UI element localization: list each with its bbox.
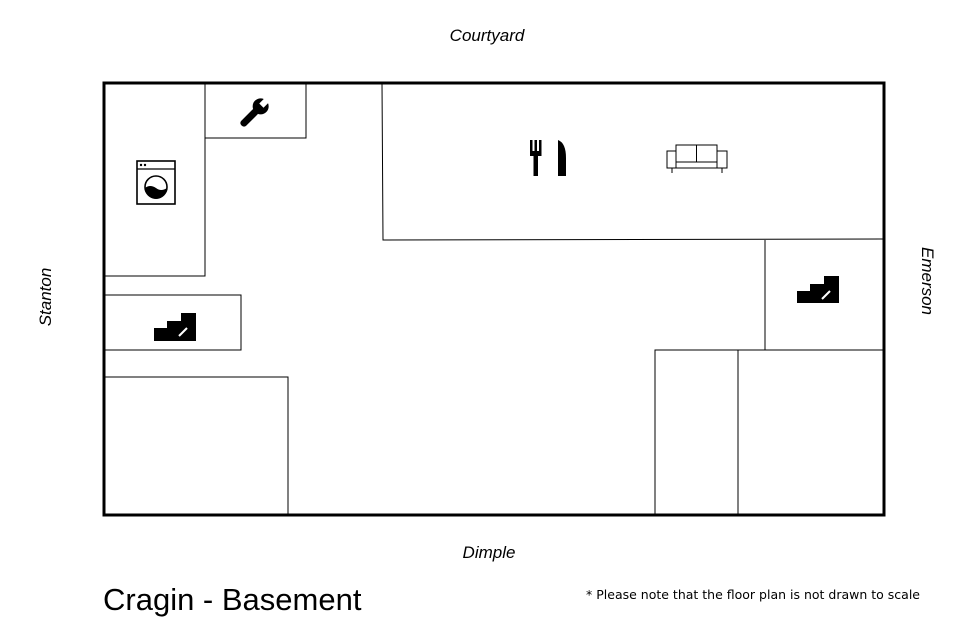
street-label-top: Courtyard xyxy=(450,26,525,45)
stairs-icon xyxy=(154,313,196,341)
building-outline xyxy=(102,81,886,517)
stairs-icon xyxy=(797,276,839,303)
scale-note: * Please note that the floor plan is not… xyxy=(586,587,920,602)
maintenance-room xyxy=(204,82,307,139)
fork-knife-icon xyxy=(530,140,566,176)
storage-room-southwest xyxy=(104,376,289,515)
street-label-left: Stanton xyxy=(36,268,55,327)
wrench-icon xyxy=(240,97,270,127)
floor-plan-title: Cragin - Basement xyxy=(103,582,362,617)
sofa-icon xyxy=(666,144,728,173)
laundry-room xyxy=(104,83,206,277)
washing-machine-icon xyxy=(136,160,176,205)
room-southeast xyxy=(654,349,884,515)
street-label-bottom: Dimple xyxy=(463,543,516,562)
street-label-right: Emerson xyxy=(918,247,937,315)
stairwell-west xyxy=(103,294,242,351)
dining-lounge-room xyxy=(381,82,885,241)
